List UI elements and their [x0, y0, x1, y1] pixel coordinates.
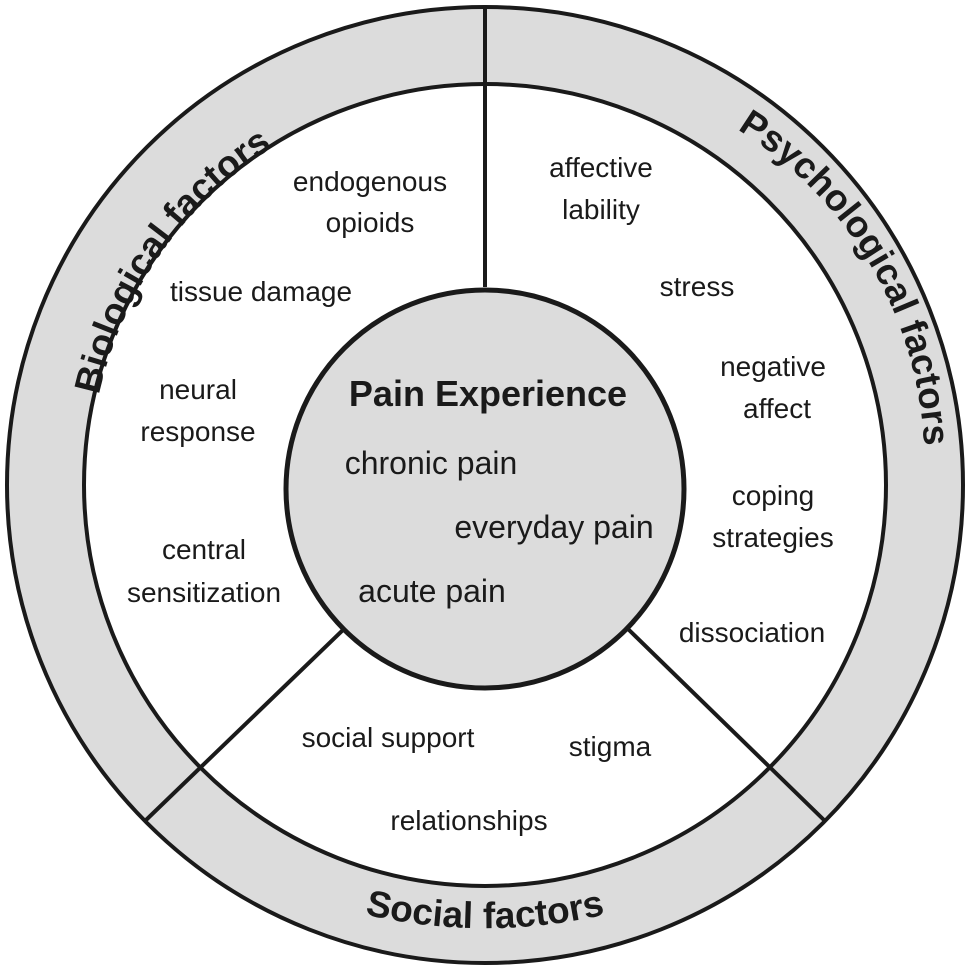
social-item-stigma: stigma — [569, 731, 652, 762]
psych-item-lability: lability — [562, 194, 640, 225]
center-item-chronic-pain: chronic pain — [345, 445, 518, 481]
bio-item-central: central — [162, 534, 246, 565]
divider-lower-left — [143, 626, 347, 823]
psych-item-strategies: strategies — [712, 522, 833, 553]
psych-item-affective: affective — [549, 152, 653, 183]
bio-item-sensitization: sensitization — [127, 577, 281, 608]
social-item-social-support: social support — [302, 722, 475, 753]
bio-item-neural: neural — [159, 374, 237, 405]
bio-item-tissue-damage: tissue damage — [170, 276, 352, 307]
psych-item-coping: coping — [732, 480, 815, 511]
center-item-acute-pain: acute pain — [358, 573, 506, 609]
center-circle — [283, 287, 687, 691]
psych-item-affect: affect — [743, 393, 811, 424]
divider-lower-right — [625, 626, 827, 823]
bio-item-endogenous: endogenous — [293, 166, 447, 197]
pain-experience-title: Pain Experience — [349, 373, 627, 414]
psych-item-dissociation: dissociation — [679, 617, 825, 648]
psych-item-negative: negative — [720, 351, 826, 382]
bio-item-opioids: opioids — [326, 207, 415, 238]
center-item-everyday-pain: everyday pain — [454, 509, 653, 545]
psych-item-stress: stress — [660, 271, 735, 302]
bio-item-response: response — [140, 416, 255, 447]
social-item-relationships: relationships — [390, 805, 547, 836]
